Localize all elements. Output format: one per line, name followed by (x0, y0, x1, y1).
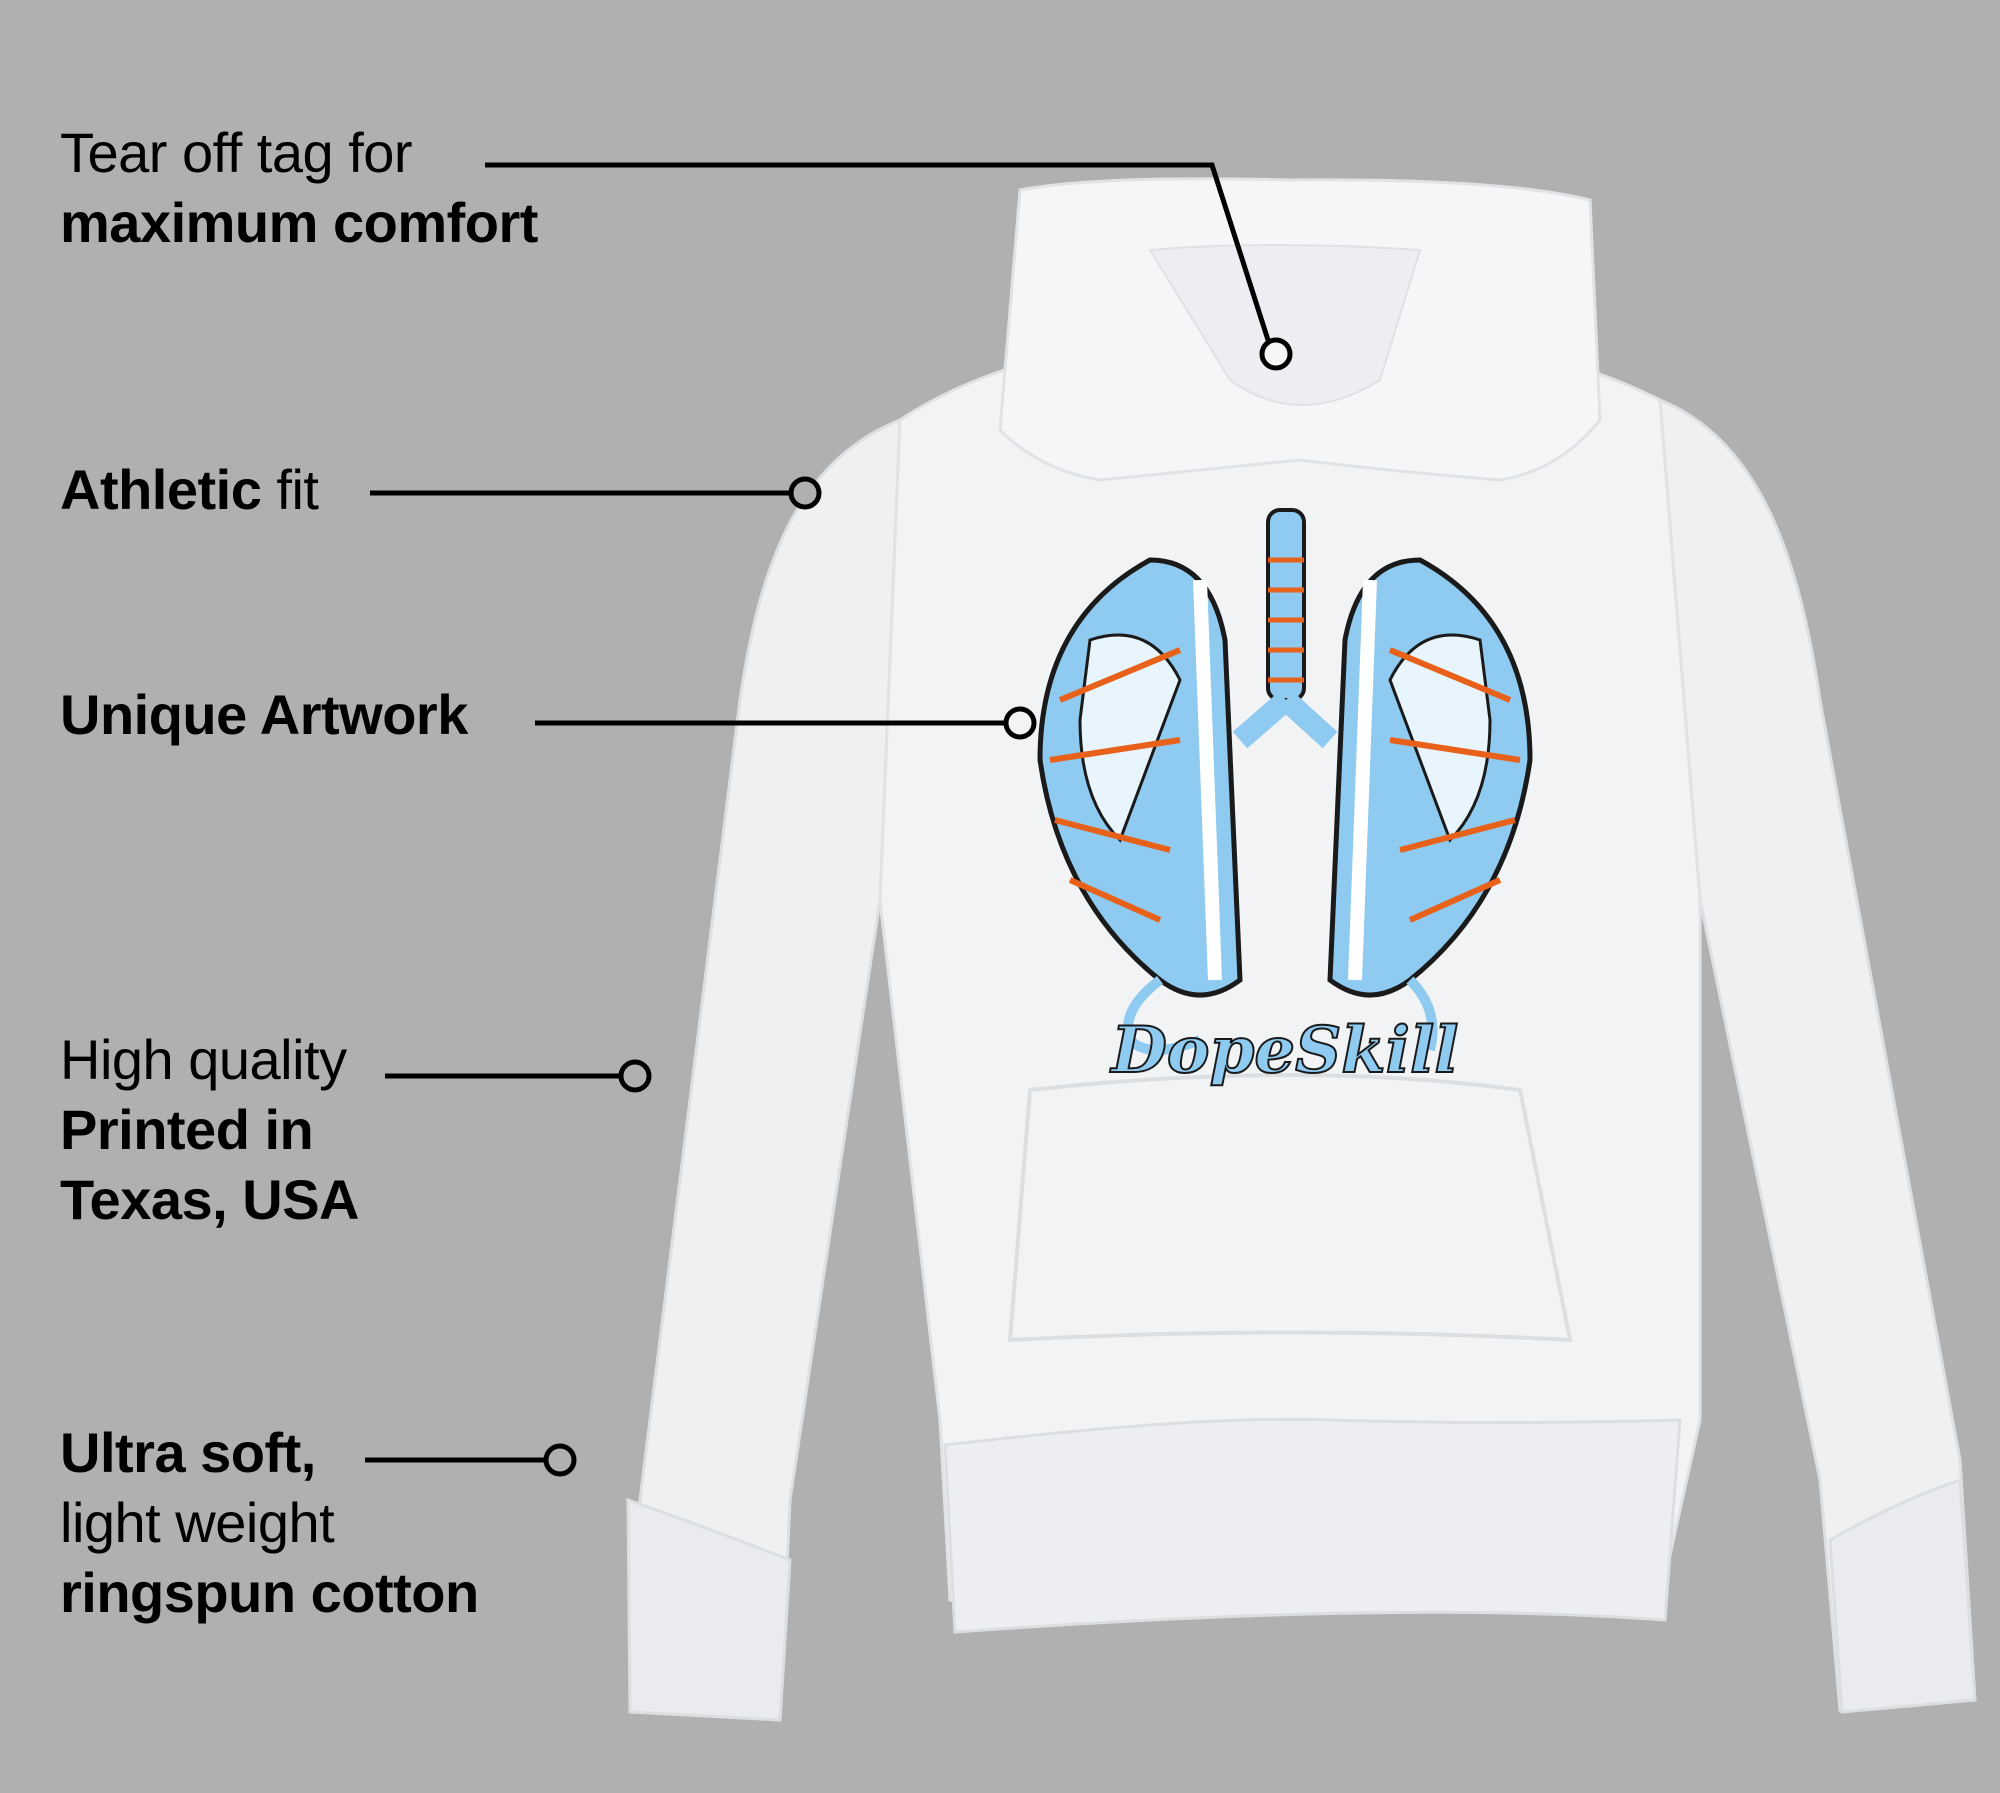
artwork-brand-text: DopeSkill (1109, 1013, 1458, 1088)
callout-dot-fabric (543, 1443, 577, 1477)
feature-tag: Tear off tag for maximum comfort (60, 118, 538, 258)
right-cuff (1828, 1477, 1977, 1714)
feature-artwork: Unique Artwork (60, 680, 468, 750)
feature-fabric-line1: Ultra soft, (60, 1421, 316, 1484)
waistband (943, 1417, 1682, 1634)
kangaroo-pocket (1007, 1073, 1573, 1343)
callout-dot-print (618, 1059, 652, 1093)
hood-opening (1148, 244, 1422, 406)
left-cuff (626, 1497, 792, 1722)
callout-line-tag (485, 162, 1271, 341)
feature-fabric-line3: ringspun cotton (60, 1561, 479, 1624)
feature-print-line1: High quality (60, 1028, 347, 1091)
feature-artwork-text: Unique Artwork (60, 683, 468, 746)
feature-tag-line2: maximum comfort (60, 191, 538, 254)
feature-fabric: Ultra soft, light weight ringspun cotton (60, 1418, 479, 1628)
feature-fit-normal: fit (261, 458, 319, 521)
callout-dot-tag (1259, 337, 1293, 371)
feature-fabric-line2: light weight (60, 1491, 335, 1554)
feature-fit-bold: Athletic (60, 458, 262, 521)
feature-fit: Athletic fit (60, 455, 319, 525)
callout-lines (365, 162, 1293, 1477)
feature-print-line3: Texas, USA (60, 1168, 359, 1231)
feature-print-line2: Printed in (60, 1098, 314, 1161)
feature-print: High quality Printed in Texas, USA (60, 1025, 359, 1235)
feature-tag-line1: Tear off tag for (60, 121, 413, 184)
callout-dot-artwork (1003, 706, 1037, 740)
artwork-sneaker-lungs (1037, 508, 1533, 1055)
callout-dot-fit (788, 476, 822, 510)
